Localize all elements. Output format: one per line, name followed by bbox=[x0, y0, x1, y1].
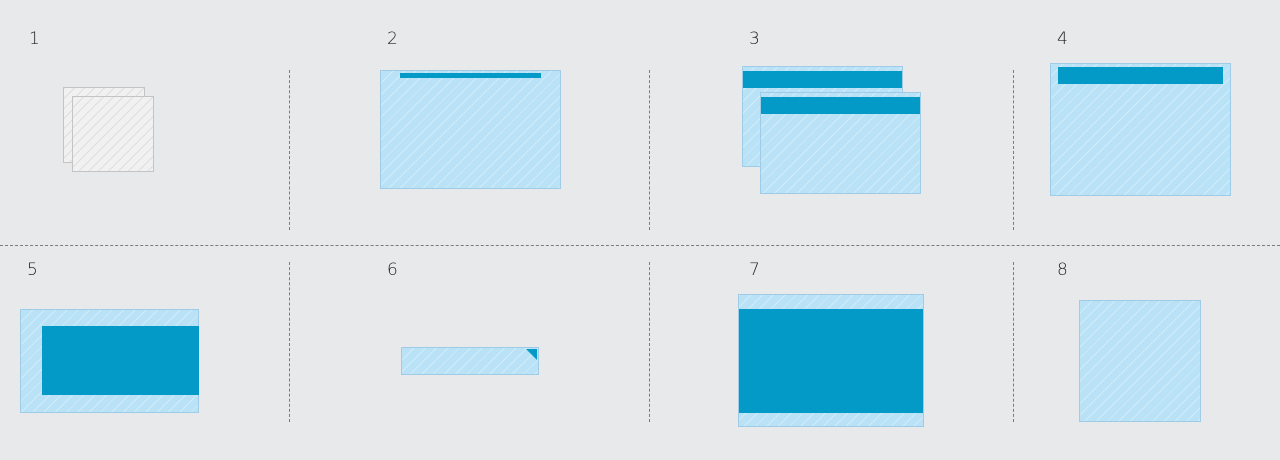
paper-sheet-front bbox=[72, 96, 154, 172]
vertical-divider-5 bbox=[649, 262, 650, 422]
cell-number-6: 6 bbox=[387, 260, 398, 280]
window-sheet bbox=[380, 70, 561, 189]
cell-number-1: 1 bbox=[29, 29, 40, 49]
back-window-toolbar bbox=[743, 71, 902, 88]
window-sheet bbox=[1050, 63, 1231, 196]
toolbar-bar bbox=[1058, 67, 1223, 84]
cell-number-4: 4 bbox=[1057, 29, 1068, 49]
vertical-divider-1 bbox=[289, 70, 290, 230]
corner-fold-marker bbox=[526, 349, 537, 360]
bar-sheet bbox=[401, 347, 539, 375]
vertical-divider-2 bbox=[649, 70, 650, 230]
vertical-divider-6 bbox=[1013, 262, 1014, 422]
cell-number-3: 3 bbox=[749, 29, 760, 49]
window-sheet bbox=[738, 294, 924, 427]
plain-sheet bbox=[1079, 300, 1201, 422]
horizontal-divider bbox=[0, 245, 1280, 246]
front-window-toolbar bbox=[761, 97, 920, 114]
cell-number-7: 7 bbox=[749, 260, 760, 280]
cell-number-8: 8 bbox=[1057, 260, 1068, 280]
window-sheet bbox=[20, 309, 199, 413]
content-block bbox=[739, 309, 923, 413]
vertical-divider-3 bbox=[1013, 70, 1014, 230]
vertical-divider-4 bbox=[289, 262, 290, 422]
cell-number-2: 2 bbox=[387, 29, 398, 49]
cell-number-5: 5 bbox=[27, 260, 38, 280]
thin-toolbar-bar bbox=[400, 73, 541, 78]
inset-content-block bbox=[42, 326, 199, 395]
front-window-sheet bbox=[760, 92, 921, 194]
